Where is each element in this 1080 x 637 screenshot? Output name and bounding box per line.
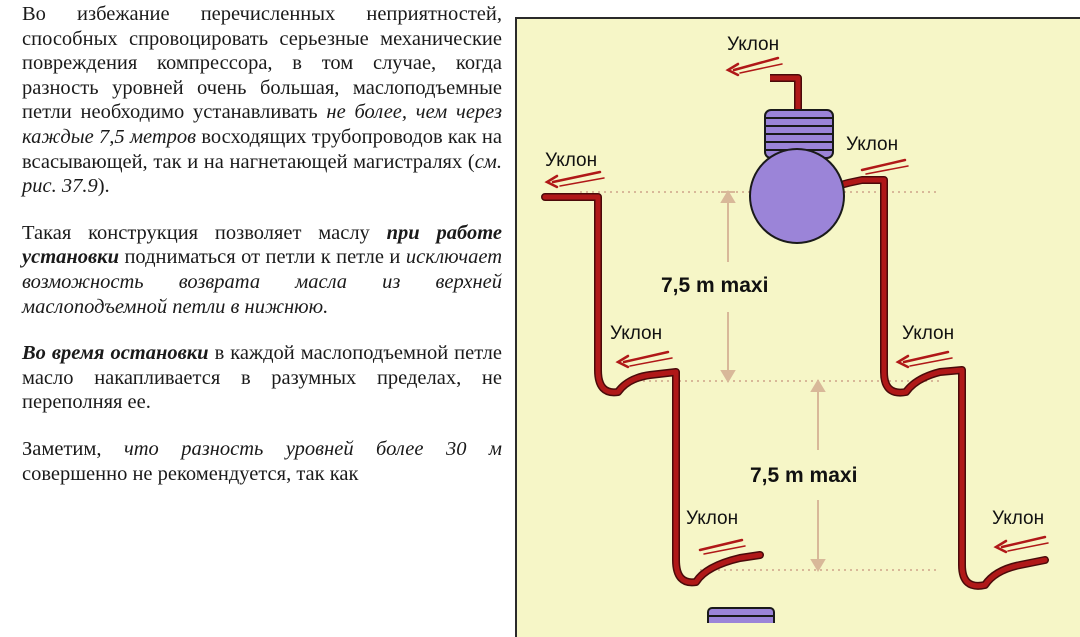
suction-line xyxy=(541,193,764,587)
text-run-italic: не более, чем через каждые 7,5 метров xyxy=(22,101,502,148)
text-run: подниматься от петли к петле и xyxy=(118,246,406,269)
dimension-upper xyxy=(720,190,736,383)
slope-label: Уклон xyxy=(610,323,662,344)
figure-reference: см. рис. 37.9 xyxy=(22,150,502,198)
text-run: Во избежание перечисленных неприятностей… xyxy=(22,3,502,124)
height-label-upper: 7,5 m maxi xyxy=(661,274,768,297)
paragraph-2: Такая конструкция позволяет маслу при ра… xyxy=(22,221,502,319)
oil-trap-diagram: Уклон Уклон Уклон Уклон Уклон Уклон Укло… xyxy=(541,34,1049,623)
text-run: Заметим, xyxy=(22,437,124,460)
slope-arrow-icon xyxy=(860,158,909,175)
text-run-italic: что разность уровней более 30 м xyxy=(123,437,502,460)
paragraph-4: Заметим, что разность уровней более 30 м… xyxy=(22,437,502,486)
slope-arrow-icon xyxy=(615,350,673,369)
text-run: Такая конструкция позволяет маслу xyxy=(22,221,387,244)
paragraph-1: Во избежание перечисленных неприятностей… xyxy=(22,2,502,199)
text-run-bold-italic: при работе установки xyxy=(22,221,502,269)
height-label-lower: 7,5 m maxi xyxy=(750,464,857,487)
compressor-lower xyxy=(707,607,775,623)
slope-label: Уклон xyxy=(846,134,898,155)
slope-arrow-icon xyxy=(895,350,953,369)
text-run-italic: исключает возможность возврата масла из … xyxy=(22,246,502,318)
text-run: в каждой маслоподъемной петле масло нака… xyxy=(22,342,502,414)
slope-label: Уклон xyxy=(992,508,1044,529)
top-outlet-pipe xyxy=(770,74,802,112)
slope-label: Уклон xyxy=(686,508,738,529)
slope-arrows xyxy=(544,56,1049,555)
paragraph-3: Во время остановки в каждой маслоподъемн… xyxy=(22,341,502,415)
text-run-bold-italic: Во время остановки xyxy=(22,342,209,365)
text-run: ). xyxy=(97,175,110,198)
text-run: совершенно не рекомендуется, так как xyxy=(22,462,359,485)
slope-label: Уклон xyxy=(727,34,779,55)
text-run: восходящих трубопроводов как на всасываю… xyxy=(22,125,502,173)
slope-label: Уклон xyxy=(902,323,954,344)
diagram-labels: Уклон Уклон Уклон Уклон Уклон Уклон Укло… xyxy=(545,34,1044,529)
slope-arrow-icon xyxy=(725,56,783,77)
compressor-upper xyxy=(749,109,845,244)
slope-arrow-icon xyxy=(544,170,605,189)
slope-label: Уклон xyxy=(545,150,597,171)
slope-arrow-icon xyxy=(698,538,746,555)
discharge-line xyxy=(804,176,1049,590)
dimension-lower xyxy=(810,379,826,572)
article-text: Во избежание перечисленных неприятностей… xyxy=(22,0,502,486)
slope-arrow-icon xyxy=(993,535,1049,554)
